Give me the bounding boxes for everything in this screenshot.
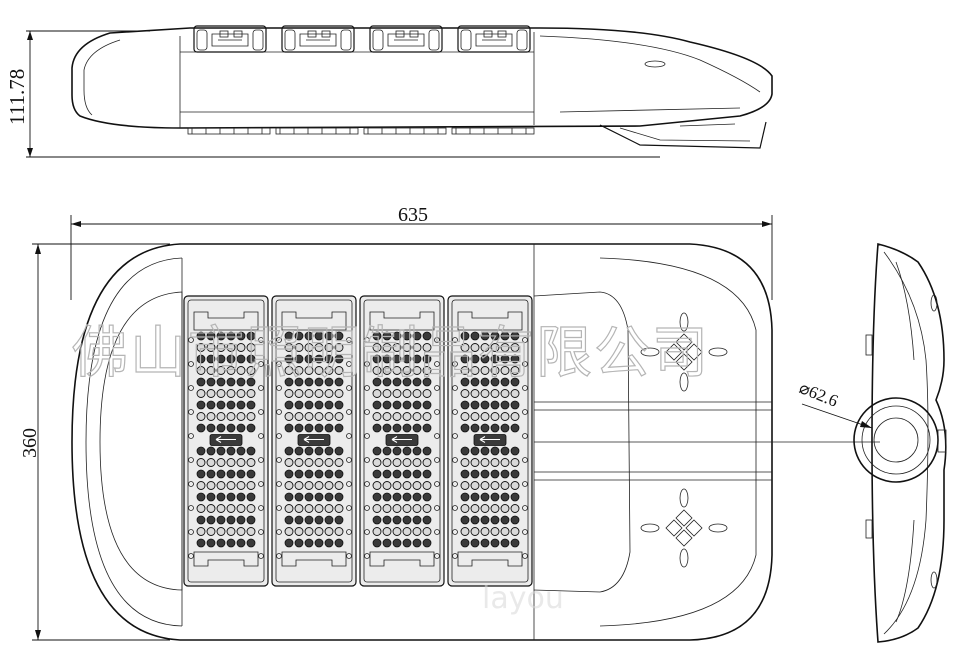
side-module-cap: [369, 25, 443, 53]
led-module: [271, 295, 357, 587]
company-watermark: 佛山市照明制品有限公司: [72, 321, 710, 386]
pole-diameter-label: ⌀62.6: [797, 378, 841, 411]
side-module-cap: [457, 25, 531, 53]
height-dimension: 111.78: [5, 30, 660, 158]
top-view: [71, 243, 880, 641]
led-module-array: [183, 295, 533, 587]
led-module: [183, 295, 269, 587]
side-module-lenses: [187, 127, 535, 135]
side-module-lens: [451, 127, 535, 135]
side-module-lens: [363, 127, 447, 135]
side-module-lens: [275, 127, 359, 135]
end-view: ⌀62.6: [797, 242, 947, 643]
width-dimension-label: 360: [19, 428, 41, 458]
side-module-caps: [193, 25, 531, 53]
side-module-cap: [193, 25, 267, 53]
length-dimension-label: 635: [398, 204, 428, 226]
latin-watermark: layou: [482, 581, 564, 616]
diamond-ornament-upper: [640, 312, 728, 392]
length-dimension: 635: [70, 204, 773, 300]
diamond-ornament-lower: [640, 488, 728, 568]
height-dimension-label: 111.78: [5, 69, 29, 125]
side-module-cap: [281, 25, 355, 53]
width-dimension: 360: [19, 243, 170, 641]
side-module-lens: [187, 127, 271, 135]
led-module: [447, 295, 533, 587]
led-module: [359, 295, 445, 587]
side-view: [71, 25, 773, 149]
